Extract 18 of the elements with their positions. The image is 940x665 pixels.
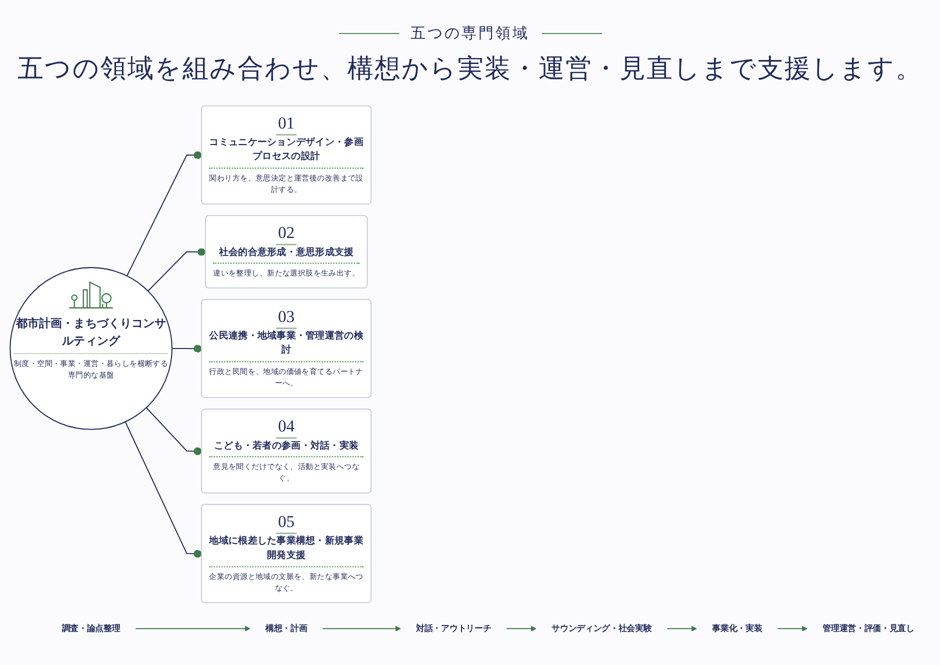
- arrow: [322, 626, 401, 632]
- arrow: [667, 626, 697, 632]
- node-text: 管理運営・評価・見直し: [822, 623, 914, 633]
- connector: [172, 344, 202, 353]
- connector: [126, 151, 202, 276]
- node-text: 構想・計画: [265, 623, 308, 633]
- connector: [124, 422, 202, 558]
- section-label: 五つの専門領域: [410, 24, 530, 43]
- arrow: [136, 626, 250, 632]
- connector: [148, 248, 206, 292]
- node-text: 調査・論点整理: [62, 623, 120, 633]
- title: 五つの領域を組み合わせ、構想から実装・運営・見直しまで支援します。: [18, 53, 922, 85]
- node-text: 事業化・実装: [712, 623, 762, 633]
- arrow: [506, 626, 536, 632]
- node-text: サウンディング・社会実験: [552, 623, 652, 633]
- connector: [146, 407, 202, 456]
- arrow: [778, 626, 808, 632]
- node-text: 対話・アウトリーチ: [416, 623, 492, 633]
